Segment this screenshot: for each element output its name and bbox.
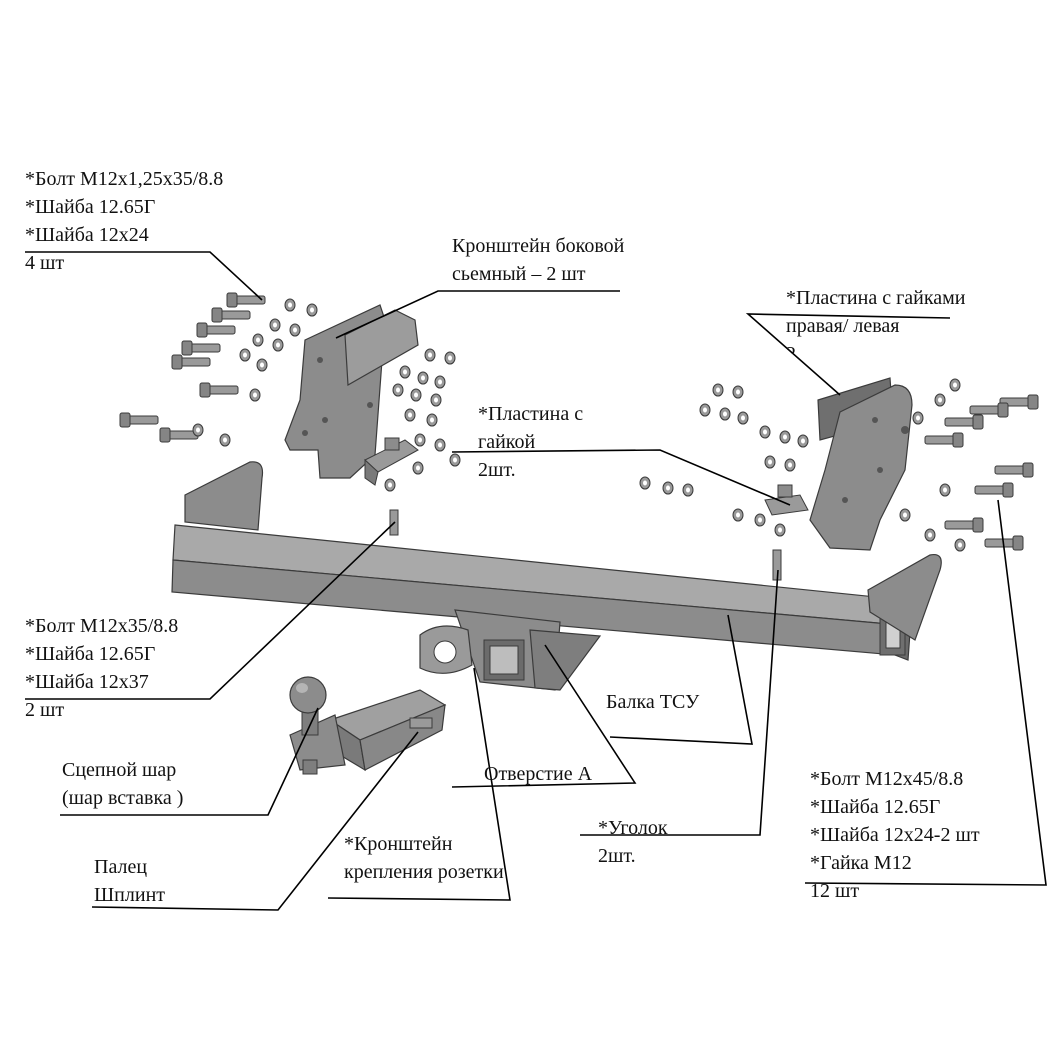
socket-bracket-plate bbox=[419, 625, 473, 674]
label-side-bracket: Кронштейн боковой сьемный – 2 шт bbox=[452, 232, 624, 288]
label-socket-bracket: *Кронштейн крепления розетки bbox=[344, 830, 504, 886]
leader-hitch-ball bbox=[60, 707, 319, 816]
label-pin: Палец Шплинт bbox=[94, 853, 165, 909]
label-bolts-mid-left: *Болт М12х35/8.8 *Шайба 12.65Г *Шайба 12… bbox=[25, 612, 178, 724]
bolt-cluster-left bbox=[119, 292, 318, 447]
label-text: 2шт. bbox=[598, 845, 636, 867]
label-text: 2шт. bbox=[478, 459, 516, 481]
label-text: *Шайба 12х24-2 шт bbox=[810, 824, 980, 846]
label-text: *Шайба 12.65Г bbox=[25, 643, 156, 665]
beam-end-plate-left bbox=[184, 461, 264, 531]
ball-mount-insert bbox=[289, 676, 447, 775]
label-text: *Болт М12х1,25х35/8.8 bbox=[25, 168, 224, 190]
leader-hole-a bbox=[451, 644, 637, 788]
label-text: *Болт М12х45/8.8 bbox=[810, 768, 964, 790]
leader-beam bbox=[609, 614, 753, 745]
label-text: Кронштейн боковой bbox=[452, 235, 625, 257]
leader-corner bbox=[580, 569, 779, 836]
label-text: *Уголок bbox=[598, 817, 668, 839]
label-text: (шар вставка ) bbox=[62, 787, 184, 809]
label-text: 12 шт bbox=[810, 880, 860, 902]
label-hitch-ball: Сцепной шар (шар вставка ) bbox=[62, 756, 183, 812]
label-text: *Гайка М12 bbox=[810, 852, 912, 874]
label-text: сьемный – 2 шт bbox=[452, 263, 586, 285]
label-text: *Кронштейн bbox=[344, 833, 453, 855]
label-text: гайкой bbox=[478, 431, 536, 453]
receiver-tube bbox=[454, 609, 602, 691]
label-text: 2 шт bbox=[25, 699, 65, 721]
leader-lines bbox=[25, 251, 1047, 911]
leader-plate-nut-single bbox=[451, 449, 791, 506]
label-text: 2 bbox=[786, 343, 796, 354]
leader-bolts-top-left bbox=[25, 251, 263, 301]
beam-end-plate-right bbox=[867, 553, 942, 641]
label-text: крепления розетки bbox=[344, 861, 504, 883]
plate-with-nut-right bbox=[764, 484, 809, 581]
leader-bolts-right bbox=[804, 499, 1047, 886]
label-corner: *Уголок 2шт. bbox=[598, 814, 668, 870]
label-hole-a: Отверстие А bbox=[484, 760, 592, 788]
leader-bolts-mid-left bbox=[25, 521, 396, 700]
label-text: Отверстие А bbox=[484, 763, 593, 785]
side-bracket-left bbox=[284, 304, 419, 479]
side-bracket-right bbox=[809, 377, 913, 551]
label-text: правая/ левая bbox=[786, 315, 900, 337]
bolt-cluster-right bbox=[899, 378, 1039, 552]
label-text: Шплинт bbox=[94, 884, 166, 906]
leader-plate-nuts bbox=[745, 313, 951, 396]
label-plate-nut-single: *Пластина с гайкой 2шт. bbox=[478, 400, 583, 484]
label-bolts-right: *Болт М12х45/8.8 *Шайба 12.65Г *Шайба 12… bbox=[810, 765, 980, 905]
leader-socket-bracket bbox=[327, 667, 511, 901]
label-text: Балка ТСУ bbox=[606, 691, 700, 713]
label-bolts-top-left: *Болт М12х1,25х35/8.8 *Шайба 12.65Г *Шай… bbox=[25, 165, 223, 277]
label-text: Палец bbox=[94, 856, 148, 878]
label-text: *Пластина с bbox=[478, 403, 584, 425]
label-text: 4 шт bbox=[25, 252, 65, 274]
label-text: *Шайба 12.65Г bbox=[810, 796, 941, 818]
label-text: *Шайба 12х37 bbox=[25, 671, 149, 693]
leader-side-bracket bbox=[335, 290, 620, 339]
label-text: *Болт М12х35/8.8 bbox=[25, 615, 179, 637]
label-beam: Балка ТСУ bbox=[606, 688, 699, 716]
label-text: *Шайба 12.65Г bbox=[25, 196, 156, 218]
label-text: *Шайба 12х24 bbox=[25, 224, 149, 246]
label-text: Сцепной шар bbox=[62, 759, 177, 781]
label-text: *Пластина с гайками bbox=[786, 287, 966, 309]
leader-pin bbox=[91, 731, 419, 911]
label-plate-nuts: *Пластина с гайками правая/ левая 2 bbox=[786, 284, 966, 354]
